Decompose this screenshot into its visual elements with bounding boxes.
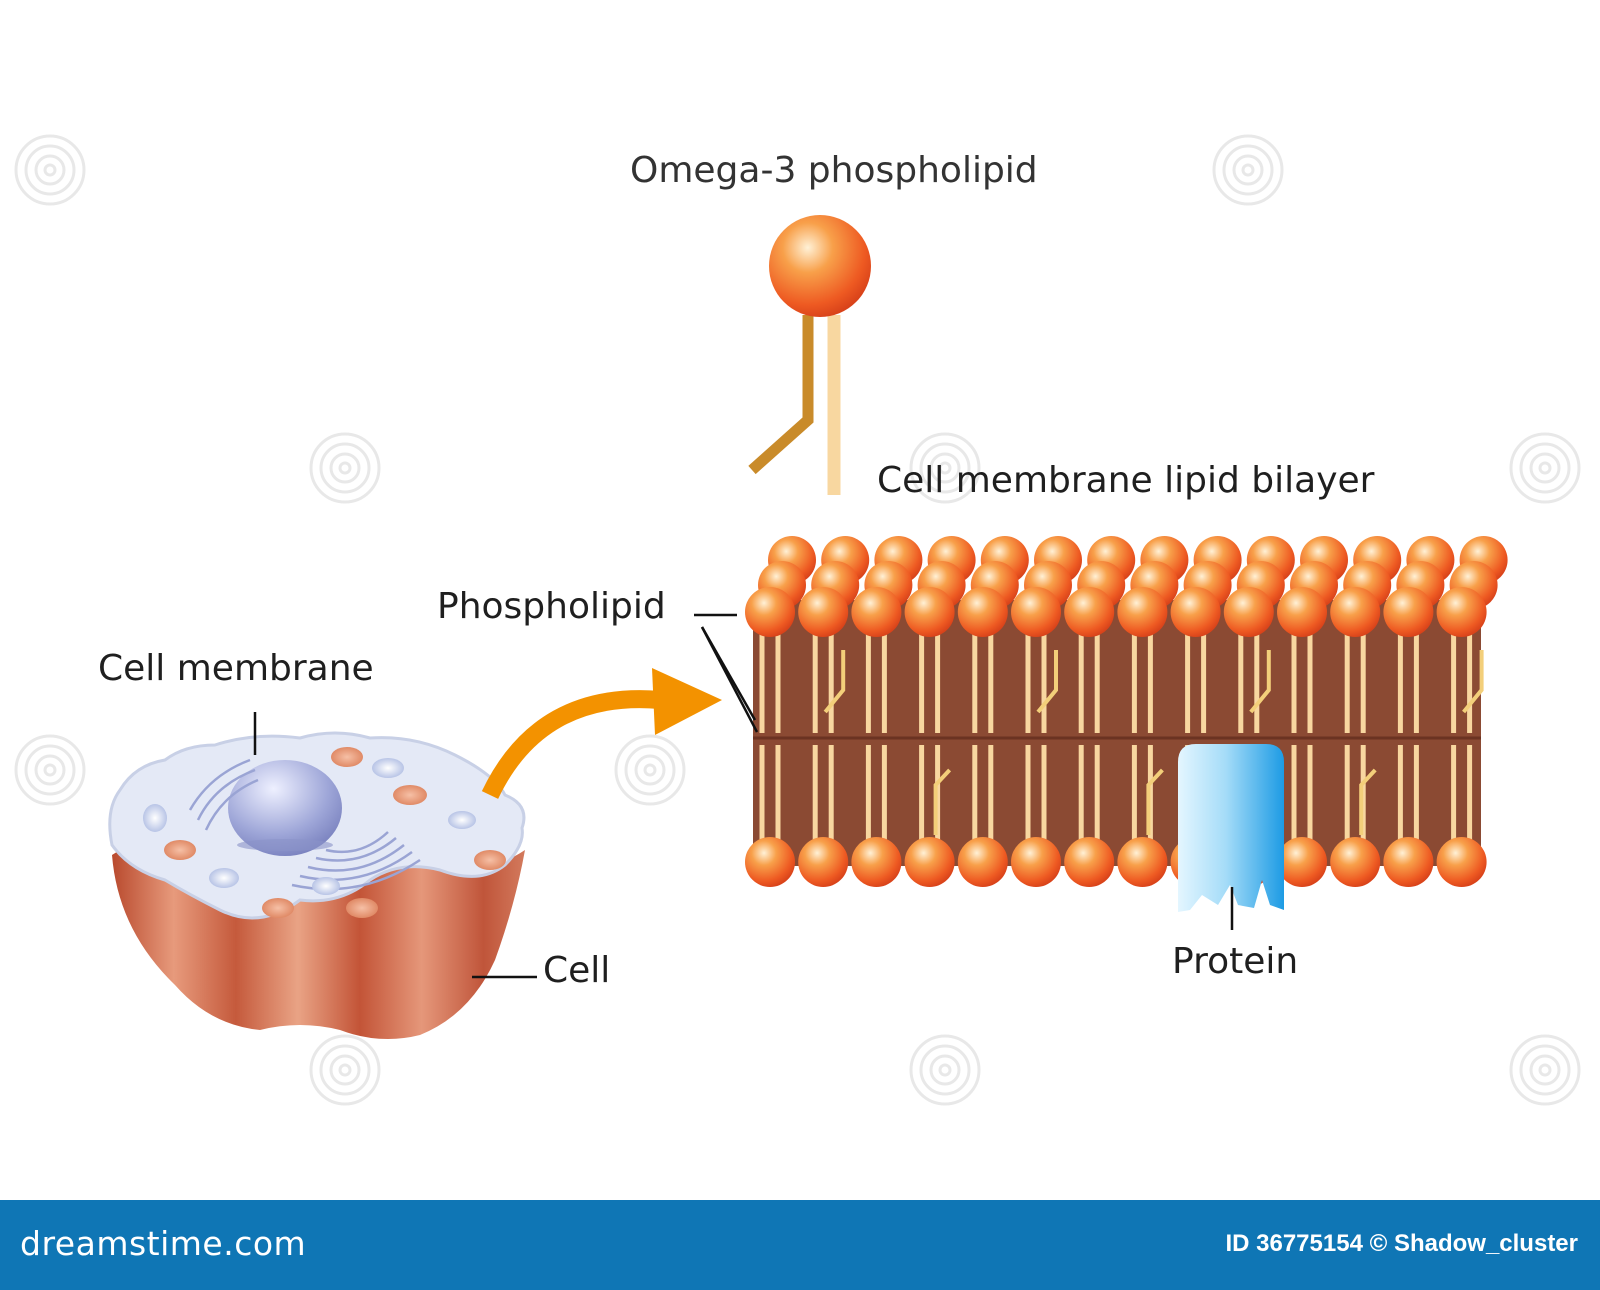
membrane-diagram [14,134,1581,1106]
bilayer-heads-top [745,587,1487,637]
membrane-protein [1178,744,1284,912]
protein-label: Protein [1172,941,1299,982]
phospholipid-head [1117,837,1168,887]
phospholipid-head [798,837,849,887]
phospholipid-head [1223,587,1274,637]
phospholipid-label: Phospholipid [437,586,666,627]
leader-lines [253,613,1234,979]
phospholipid-tail [1291,628,1313,845]
phospholipid-tail [919,628,952,845]
phospholipid-head [1064,587,1115,637]
phospholipid-head [851,837,902,887]
omega3-molecule [748,215,871,495]
phospholipid-tail [865,628,887,845]
cell-membrane-label: Cell membrane [98,648,374,689]
phospholipid-head [1011,587,1061,637]
phospholipid-tail [759,628,781,845]
footer-bar: dreamstime.com ID 36775154 © Shadow_clus… [0,1200,1600,1290]
phospholipid-tail [1451,628,1484,845]
phospholipid-head [1117,587,1168,637]
phospholipid-head [745,837,795,887]
phospholipid-head [957,837,1008,887]
phospholipid-head [1330,587,1381,637]
phospholipid-tail [972,628,994,845]
phospholipid-head [1064,837,1115,887]
footer-credit: ID 36775154 © Shadow_cluster [1225,1230,1578,1257]
phospholipid-tail [1344,628,1377,845]
footer-brand[interactable]: dreamstime.com [20,1224,307,1263]
bilayer-label: Cell membrane lipid bilayer [877,460,1375,501]
phospholipid-head [957,587,1008,637]
phospholipid-tail [1025,628,1058,845]
phospholipid-head [745,587,795,637]
phospholipid-head [1330,837,1381,887]
phospholipid-head [1383,837,1434,887]
phospholipid-tail [1397,628,1419,845]
phospholipid-head [904,587,955,637]
phospholipid-tail [1131,628,1164,845]
phospholipid-head [798,587,849,637]
omega3-label: Omega-3 phospholipid [630,150,1038,191]
phospholipid-head [1436,587,1487,637]
phospholipid-head [1011,837,1061,887]
arrow-icon [481,668,722,799]
phospholipid-head [1277,837,1327,887]
phospholipid-head [1170,587,1221,637]
phospholipid-head [1436,837,1487,887]
cell-label: Cell [543,950,611,991]
phospholipid-head [1383,587,1434,637]
phospholipid-tail [1078,628,1100,845]
cell-illustration [108,731,526,1039]
phospholipid-tail [812,628,846,845]
phospholipid-head [851,587,902,637]
phospholipid-head [1277,587,1327,637]
phospholipid-head [904,837,955,887]
bilayer-heads-bottom [745,837,1487,887]
bilayer-interior [753,600,1481,866]
